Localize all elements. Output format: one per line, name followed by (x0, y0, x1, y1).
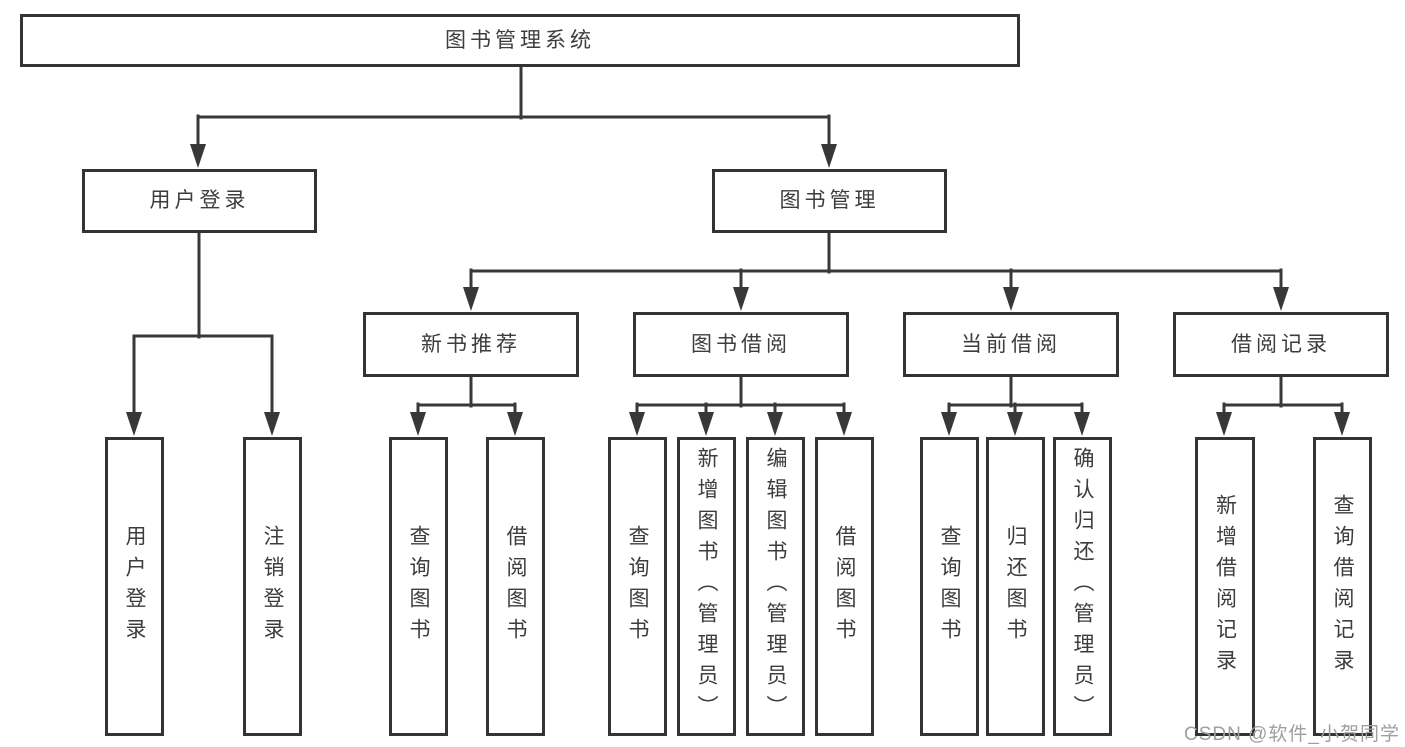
leaf-query-books-current: 查询图书 (920, 437, 979, 736)
leaf-logout: 注销登录 (243, 437, 302, 736)
leaf-borrow-books-recommend: 借阅图书 (486, 437, 545, 736)
leaf-query-books-borrow: 查询图书 (608, 437, 667, 736)
leaf-confirm-return-admin: 确认归还（管理员） (1053, 437, 1112, 736)
watermark: CSDN @软件_小贺同学 (1184, 724, 1400, 745)
node-root: 图书管理系统 (20, 14, 1020, 67)
leaf-query-books-recommend: 查询图书 (389, 437, 448, 736)
node-book-borrow: 图书借阅 (633, 312, 849, 377)
leaf-edit-book-admin: 编辑图书（管理员） (746, 437, 805, 736)
leaf-return-book: 归还图书 (986, 437, 1045, 736)
node-current-borrow: 当前借阅 (903, 312, 1119, 377)
leaf-user-login: 用户登录 (105, 437, 164, 736)
node-borrow-records: 借阅记录 (1173, 312, 1389, 377)
leaf-add-book-admin: 新增图书（管理员） (677, 437, 736, 736)
node-user-login: 用户登录 (82, 169, 317, 233)
leaf-borrow-books: 借阅图书 (815, 437, 874, 736)
node-book-management: 图书管理 (712, 169, 947, 233)
node-new-book-recommend: 新书推荐 (363, 312, 579, 377)
leaf-query-borrow-record: 查询借阅记录 (1313, 437, 1372, 736)
leaf-add-borrow-record: 新增借阅记录 (1195, 437, 1255, 736)
